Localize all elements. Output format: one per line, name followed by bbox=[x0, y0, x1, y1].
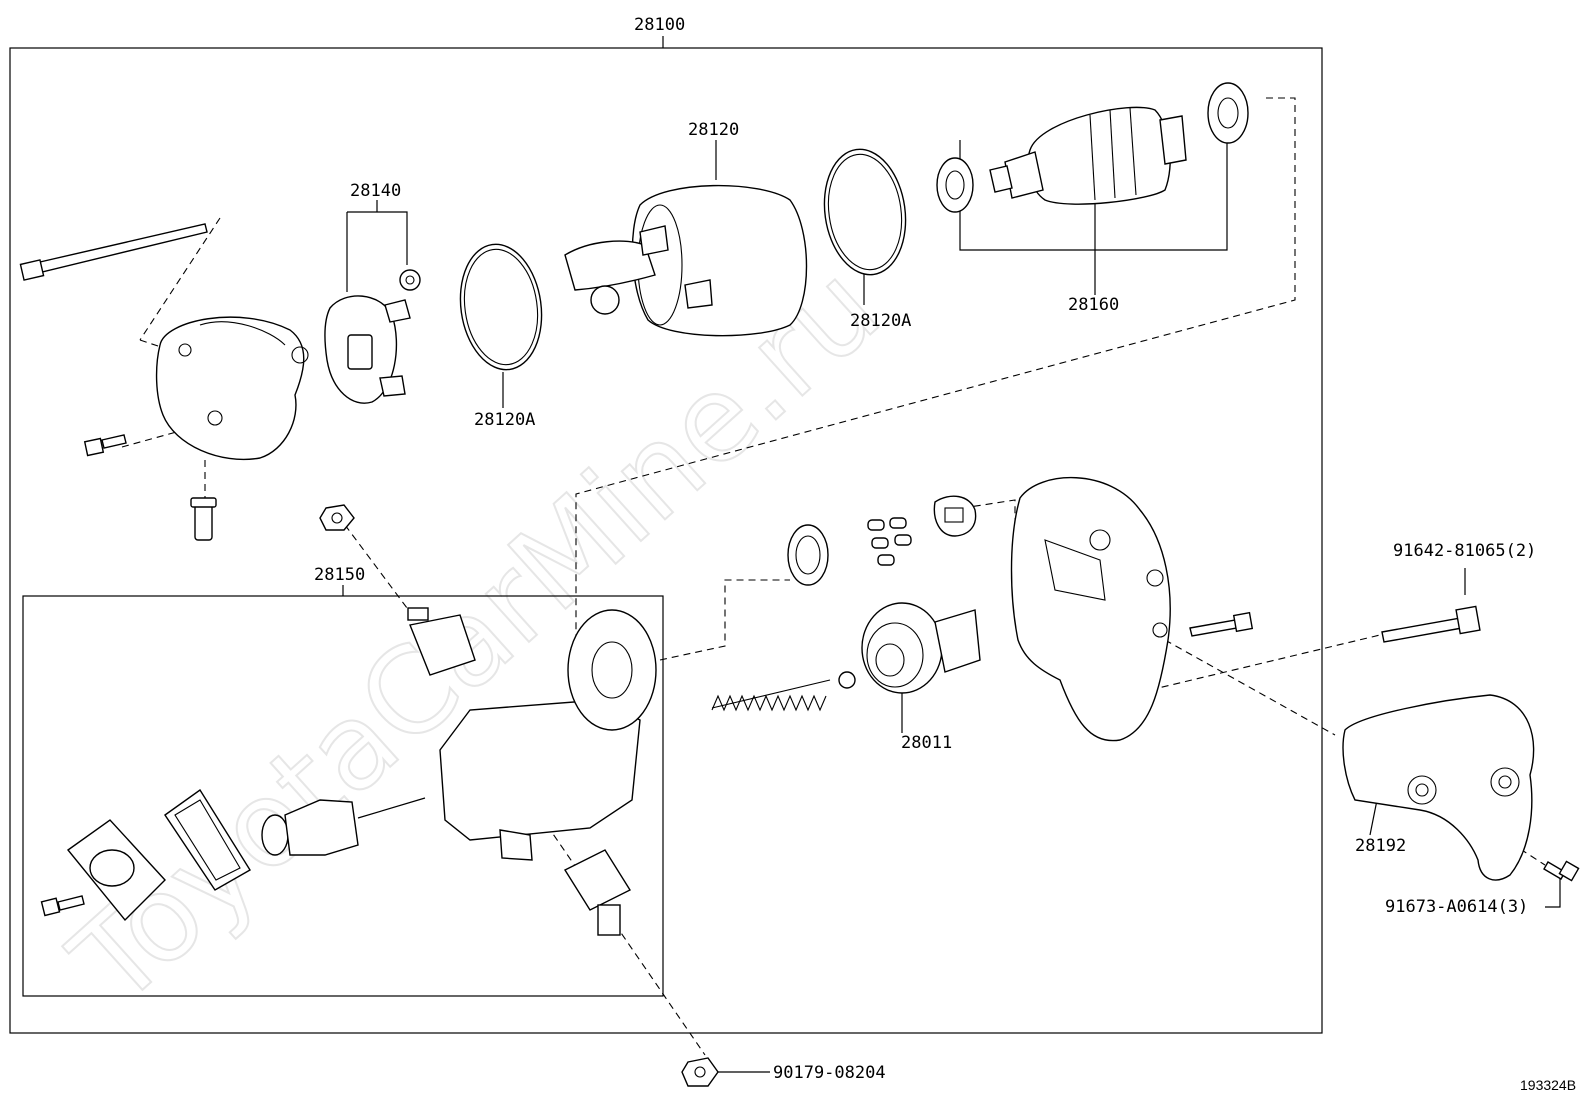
drive-housing bbox=[1010, 476, 1171, 742]
clutch bbox=[861, 602, 981, 694]
through-bolt bbox=[19, 223, 208, 281]
terminal-lower bbox=[563, 849, 632, 936]
gasket bbox=[164, 788, 251, 891]
ball bbox=[838, 671, 856, 689]
spring bbox=[711, 679, 831, 712]
o-ring-upper bbox=[459, 243, 543, 371]
diagram-code: 193324B bbox=[1520, 1077, 1576, 1093]
small-screw-switch bbox=[40, 895, 85, 917]
bracket-bolt bbox=[1381, 605, 1481, 643]
end-frame bbox=[155, 316, 309, 461]
small-bolt bbox=[1543, 860, 1580, 882]
label-switch-assy: 28150 bbox=[314, 565, 365, 585]
label-o-ring-upper: 28120A bbox=[850, 311, 911, 331]
armature bbox=[989, 106, 1187, 205]
brush-holder bbox=[324, 269, 421, 404]
guide-lines bbox=[121, 97, 1546, 1056]
assembly-frame bbox=[9, 47, 1323, 1034]
bearing-large bbox=[1207, 82, 1249, 144]
label-bolt-small: 91673-A0614(3) bbox=[1385, 897, 1528, 917]
label-clutch: 28011 bbox=[901, 733, 952, 753]
screw bbox=[83, 434, 127, 457]
o-ring-upper-inner bbox=[463, 248, 539, 366]
label-o-ring-lower: 28120A bbox=[474, 410, 535, 430]
bearing-small bbox=[936, 157, 974, 213]
rollers bbox=[867, 517, 912, 566]
bracket bbox=[1342, 694, 1535, 881]
nut-upper bbox=[319, 504, 355, 531]
yoke bbox=[564, 184, 808, 337]
o-ring-lower-inner bbox=[827, 153, 903, 271]
o-ring-lower bbox=[823, 148, 907, 276]
switch-body bbox=[439, 609, 657, 861]
label-brush-holder: 28140 bbox=[350, 181, 401, 201]
switch-cover bbox=[66, 819, 166, 922]
stud bbox=[190, 497, 217, 541]
gear bbox=[787, 524, 829, 586]
plunger bbox=[261, 797, 426, 856]
label-bracket: 28192 bbox=[1355, 836, 1406, 856]
label-armature: 28160 bbox=[1068, 295, 1119, 315]
label-bolt-bracket: 91642-81065(2) bbox=[1393, 541, 1536, 561]
terminal-upper bbox=[407, 607, 476, 676]
housing-bolt bbox=[1189, 611, 1254, 637]
retainer bbox=[933, 495, 977, 537]
label-assembly: 28100 bbox=[634, 15, 685, 35]
nut-lower bbox=[681, 1057, 719, 1087]
label-yoke-assy: 28120 bbox=[688, 120, 739, 140]
label-nut: 90179-08204 bbox=[773, 1063, 886, 1083]
